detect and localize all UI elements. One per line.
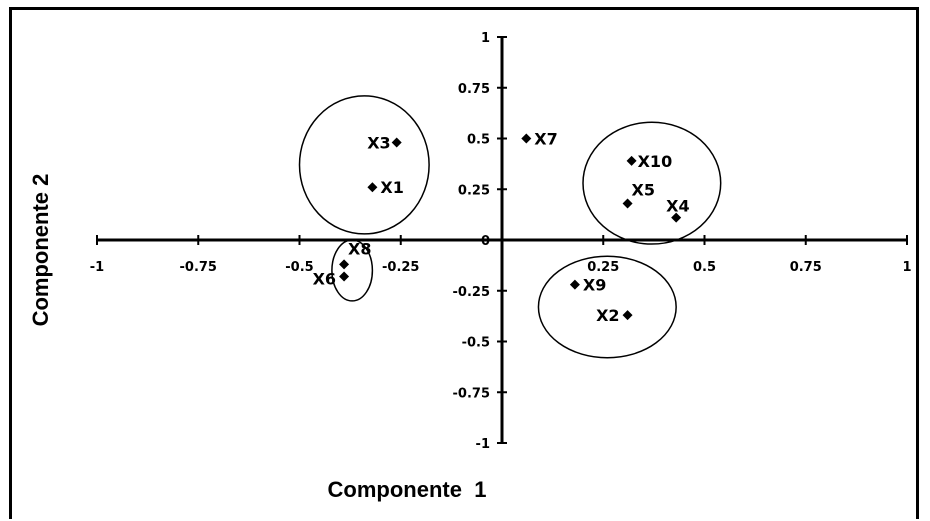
data-point <box>521 133 532 144</box>
data-point <box>671 212 682 223</box>
y-tick-label: -0.25 <box>453 285 490 300</box>
x-axis-title: Componente 1 <box>328 477 487 502</box>
cluster-ellipse <box>298 95 430 235</box>
data-point <box>622 310 633 321</box>
scatter-chart: -1 -0.75 -0.5 -0.25 0.25 0.5 0.75 1 1 0.75 0.5 0.25… <box>28 31 912 502</box>
data-point <box>622 198 633 209</box>
y-tick-label: -0.5 <box>462 336 490 351</box>
cluster-ellipse <box>537 255 677 359</box>
x-tick-label: 1 <box>902 260 911 275</box>
y-tick-label: 1 <box>481 31 490 46</box>
point-label: X2 <box>596 306 619 325</box>
y-tick-label: -1 <box>476 437 490 452</box>
y-tick-label: 0.75 <box>458 82 490 97</box>
point-label: X8 <box>348 239 371 258</box>
data-point <box>569 279 580 290</box>
y-tick-label: 0.5 <box>467 133 490 148</box>
data-point <box>367 182 378 193</box>
point-label: X7 <box>534 130 557 149</box>
point-label: X1 <box>380 178 403 197</box>
cluster-ellipse <box>582 121 722 245</box>
y-tick-label: 0.25 <box>458 183 490 198</box>
point-label: X9 <box>583 276 606 295</box>
data-point <box>339 271 350 282</box>
x-tick-label: -0.25 <box>382 260 419 275</box>
x-tick-label: 0.25 <box>587 260 619 275</box>
data-point <box>391 137 402 148</box>
point-label: X10 <box>638 152 673 171</box>
x-tick-label: 0.5 <box>693 260 716 275</box>
point-label: X5 <box>632 180 655 199</box>
chart-frame: -1 -0.75 -0.5 -0.25 0.25 0.5 0.75 1 1 0.75 0.5 0.25… <box>9 7 919 519</box>
y-tick-label: -0.75 <box>453 386 490 401</box>
point-label: X4 <box>666 197 689 216</box>
x-tick-label: 0.75 <box>790 260 822 275</box>
x-tick-label: -0.75 <box>180 260 217 275</box>
point-label: X6 <box>313 270 336 289</box>
data-point <box>626 155 637 166</box>
y-tick-label: 0 <box>481 234 490 249</box>
x-tick-label: -0.5 <box>285 260 313 275</box>
y-axis-title: Componente 2 <box>28 174 53 327</box>
data-point <box>339 259 350 270</box>
x-tick-label: -1 <box>90 260 104 275</box>
point-label: X3 <box>367 134 390 153</box>
